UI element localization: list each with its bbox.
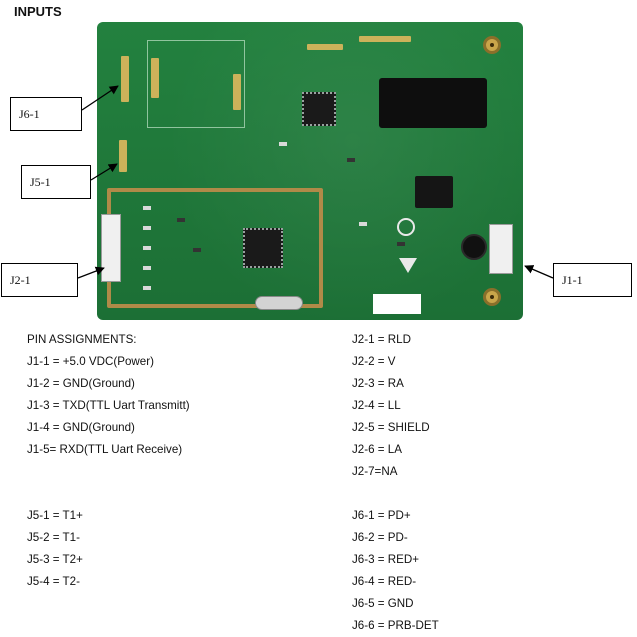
smd-part bbox=[143, 286, 151, 290]
j6-header bbox=[121, 56, 129, 102]
pin-line: J5-3 = T2+ bbox=[27, 553, 83, 566]
pin-column-left-top: PIN ASSIGNMENTS: J1-1 = +5.0 VDC(Power) … bbox=[27, 329, 190, 461]
callout-j1-1: J1-1 bbox=[553, 263, 632, 297]
pin-line: J5-4 = T2- bbox=[27, 575, 80, 588]
silkscreen-symbol bbox=[397, 218, 415, 236]
pin-line: J6-3 = RED+ bbox=[352, 553, 420, 566]
j2-connector bbox=[101, 214, 121, 282]
pin-line: J2-2 = V bbox=[352, 355, 396, 368]
silkscreen-outline bbox=[147, 40, 245, 128]
pin-column-left-bottom: J5-1 = T1+ J5-2 = T1- J5-3 = T2+ J5-4 = … bbox=[27, 505, 83, 593]
pin-assignments-title: PIN ASSIGNMENTS: bbox=[27, 333, 137, 346]
smd-part bbox=[143, 266, 151, 270]
pin-line: J2-3 = RA bbox=[352, 377, 404, 390]
page-heading: INPUTS bbox=[14, 4, 62, 19]
callout-j6-1: J6-1 bbox=[10, 97, 82, 131]
j5-header bbox=[119, 140, 127, 172]
pin-line: J1-4 = GND(Ground) bbox=[27, 421, 135, 434]
j1-connector bbox=[489, 224, 513, 274]
smd-part bbox=[177, 218, 185, 222]
arrow-j5 bbox=[90, 163, 118, 181]
pcb-board-photo bbox=[97, 22, 523, 320]
pin-line: J6-1 = PD+ bbox=[352, 509, 411, 522]
smd-part bbox=[143, 206, 151, 210]
smd-part bbox=[359, 222, 367, 226]
smd-part bbox=[143, 246, 151, 250]
pin-line: J6-5 = GND bbox=[352, 597, 414, 610]
pin-column-right-bottom: J6-1 = PD+ J6-2 = PD- J6-3 = RED+ J6-4 =… bbox=[352, 505, 439, 637]
callout-j5-1: J5-1 bbox=[21, 165, 91, 199]
crystal bbox=[255, 296, 303, 310]
header-pins bbox=[151, 58, 159, 98]
pin-line: J2-1 = RLD bbox=[352, 333, 411, 346]
dc-dc-module bbox=[379, 78, 487, 128]
pin-line: J1-5= RXD(TTL Uart Receive) bbox=[27, 443, 183, 456]
pin-line: J6-4 = RED- bbox=[352, 575, 417, 588]
pin-line: J2-6 = LA bbox=[352, 443, 402, 456]
pin-line: J5-1 = T1+ bbox=[27, 509, 83, 522]
header-pins bbox=[233, 74, 241, 110]
callout-j2-1: J2-1 bbox=[1, 263, 78, 297]
pin-line: J1-3 = TXD(TTL Uart Transmitt) bbox=[27, 399, 190, 412]
ic-chip bbox=[415, 176, 453, 208]
pin-line: J2-5 = SHIELD bbox=[352, 421, 430, 434]
smd-part bbox=[347, 158, 355, 162]
pin-line: J1-1 = +5.0 VDC(Power) bbox=[27, 355, 154, 368]
smd-part bbox=[193, 248, 201, 252]
mounting-hole-top-right bbox=[483, 36, 501, 54]
pin-column-right-top: J2-1 = RLD J2-2 = V J2-3 = RA J2-4 = LL … bbox=[352, 329, 430, 483]
silkscreen-symbol bbox=[399, 258, 417, 273]
mounting-hole-bottom-right bbox=[483, 288, 501, 306]
pin-line: J2-4 = LL bbox=[352, 399, 401, 412]
header-pins bbox=[307, 44, 343, 50]
pin-line: J6-6 = PRB-DET bbox=[352, 619, 439, 632]
smd-part bbox=[279, 142, 287, 146]
electrolytic-capacitor bbox=[461, 234, 487, 260]
smd-part bbox=[397, 242, 405, 246]
header-pins bbox=[359, 36, 411, 42]
arrow-j6 bbox=[81, 85, 119, 111]
arrow-j2 bbox=[77, 266, 105, 279]
pin-line: J6-2 = PD- bbox=[352, 531, 408, 544]
arrow-j1 bbox=[524, 265, 554, 279]
pcb-board bbox=[97, 22, 523, 320]
smd-part bbox=[143, 226, 151, 230]
pin-line: J5-2 = T1- bbox=[27, 531, 80, 544]
afe-chip bbox=[243, 228, 283, 268]
pin-line: J2-7=NA bbox=[352, 465, 398, 478]
mcu-chip bbox=[302, 92, 336, 126]
white-label-patch bbox=[373, 294, 421, 314]
pin-line: J1-2 = GND(Ground) bbox=[27, 377, 135, 390]
